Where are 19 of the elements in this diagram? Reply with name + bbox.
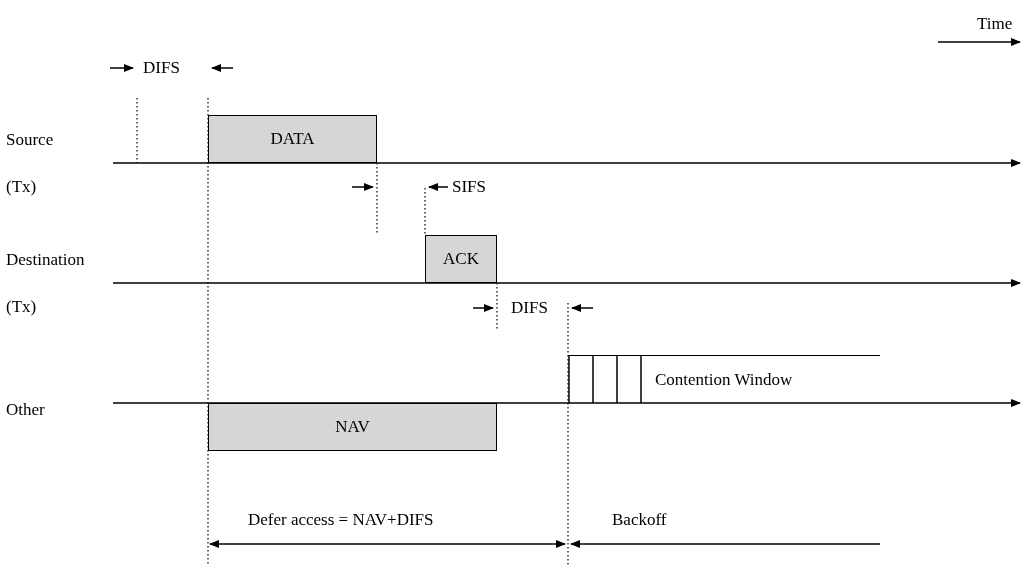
interval-label: Backoff xyxy=(612,510,667,530)
frame-box xyxy=(208,403,497,451)
frame-label: DATA xyxy=(270,129,315,149)
contention-window-frame xyxy=(568,355,880,403)
interval-label: Defer access = NAV+DIFS xyxy=(248,510,434,530)
row-label: (Tx) xyxy=(6,177,37,197)
row-label: (Tx) xyxy=(6,297,37,317)
row-label: Source xyxy=(6,130,54,150)
interval-label: DIFS xyxy=(143,58,180,78)
frame-box xyxy=(425,235,497,283)
interval-label: SIFS xyxy=(452,177,487,197)
interval-label: DIFS xyxy=(511,298,548,318)
window-label: Contention Window xyxy=(655,370,793,390)
frame-box xyxy=(208,115,377,163)
row-label: Other xyxy=(6,400,45,420)
row-label: Destination xyxy=(6,250,85,270)
frame-label: ACK xyxy=(443,249,479,269)
axis-label: Time xyxy=(977,14,1013,34)
frame-label: NAV xyxy=(335,417,370,437)
